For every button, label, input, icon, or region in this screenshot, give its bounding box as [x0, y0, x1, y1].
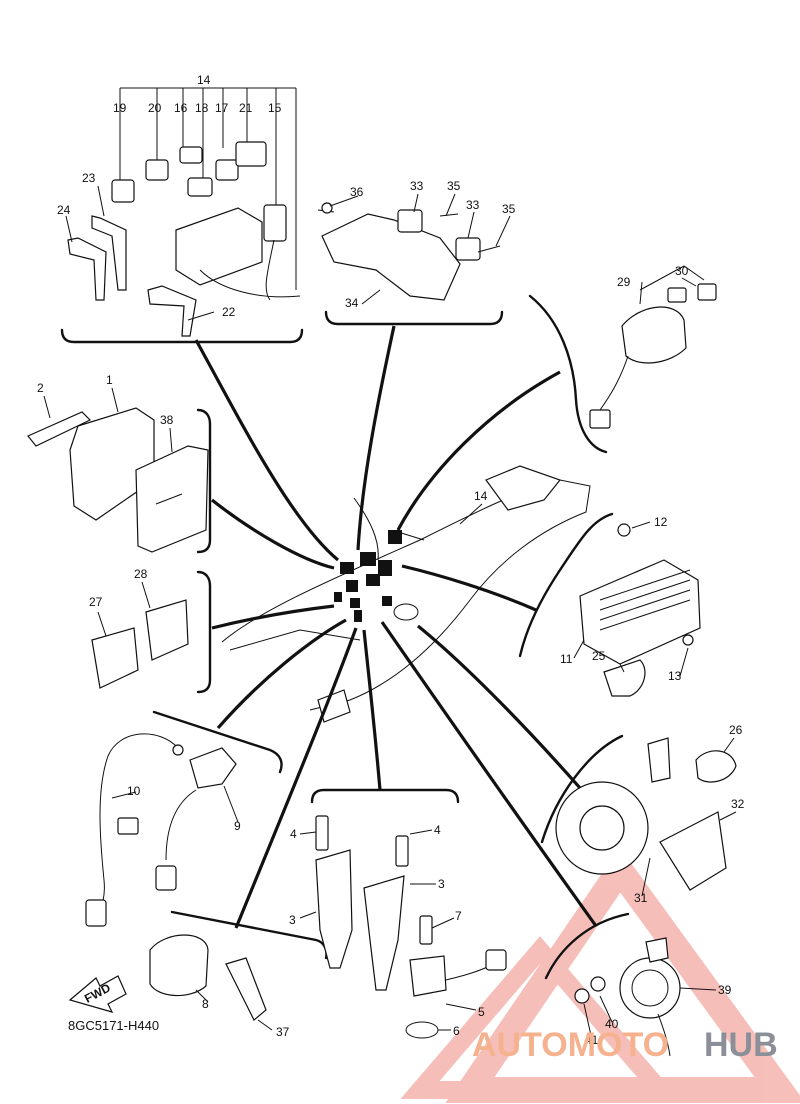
part-label-33b: 33 [466, 198, 480, 212]
part-label-7: 7 [455, 909, 462, 923]
part-label-1: 1 [106, 373, 113, 387]
coil-group [310, 788, 507, 1039]
part-label-18: 18 [195, 101, 209, 115]
watermark-logo [400, 847, 800, 1103]
part-label-34: 34 [345, 296, 359, 310]
part-label-13: 13 [668, 669, 682, 683]
part-label-14b: 14 [474, 489, 488, 503]
diagram-code: 8GC5171-H440 [68, 1018, 159, 1033]
part-label-30: 30 [675, 264, 689, 278]
rectifier-group [518, 512, 701, 697]
bracket-group [317, 202, 504, 326]
oil-switch-group [149, 910, 328, 1021]
part-label-3b: 3 [438, 877, 445, 891]
part-label-35b: 35 [502, 202, 516, 216]
part-label-4a: 4 [290, 827, 297, 841]
part-label-31: 31 [634, 891, 648, 905]
leader-lines [194, 325, 598, 929]
part-label-27: 27 [89, 595, 103, 609]
part-label-21: 21 [239, 101, 253, 115]
part-label-3a: 3 [289, 913, 296, 927]
part-label-37: 37 [276, 1025, 290, 1039]
relay-group [91, 570, 212, 694]
part-label-33a: 33 [410, 179, 424, 193]
part-label-4b: 4 [434, 823, 441, 837]
fuse-group [60, 87, 304, 344]
part-label-10: 10 [127, 784, 141, 798]
watermark-automoto: AUTOMOTO [472, 1026, 669, 1064]
rotor-group [540, 734, 737, 891]
part-label-24: 24 [57, 203, 71, 217]
fwd-arrow: FWD [68, 975, 127, 1013]
part-label-12: 12 [654, 515, 668, 529]
part-label-29: 29 [617, 275, 631, 289]
sensor-group [85, 710, 283, 927]
part-label-2: 2 [37, 381, 44, 395]
part-label-38: 38 [160, 413, 174, 427]
part-label-25: 25 [592, 649, 606, 663]
frame-harness [221, 465, 591, 723]
part-label-39: 39 [718, 983, 732, 997]
part-label-14a: 14 [197, 73, 211, 87]
part-label-5: 5 [478, 1005, 485, 1019]
main-switch-group [528, 265, 717, 454]
part-label-16: 16 [174, 101, 188, 115]
part-label-8: 8 [202, 997, 209, 1011]
part-label-9: 9 [234, 819, 241, 833]
part-label-15: 15 [268, 101, 282, 115]
watermark-hub: HUB [704, 1026, 778, 1064]
pickup-group [544, 912, 681, 1057]
part-label-40: 40 [605, 1017, 619, 1031]
harness-clump [334, 530, 402, 622]
label-leaders [43, 185, 737, 1041]
part-label-32: 32 [731, 797, 745, 811]
watermark-text: AUTOMOTO HUB [472, 1026, 778, 1064]
part-label-36: 36 [350, 185, 364, 199]
part-label-35a: 35 [447, 179, 461, 193]
part-label-19: 19 [113, 101, 127, 115]
part-label-26: 26 [729, 723, 743, 737]
part-label-20: 20 [148, 101, 162, 115]
part-label-28: 28 [134, 567, 148, 581]
part-label-6: 6 [453, 1024, 460, 1038]
part-label-11: 11 [560, 652, 573, 666]
part-label-22: 22 [222, 305, 236, 319]
part-label-17: 17 [215, 101, 229, 115]
ecu-group [27, 407, 212, 554]
part-label-23: 23 [82, 171, 96, 185]
